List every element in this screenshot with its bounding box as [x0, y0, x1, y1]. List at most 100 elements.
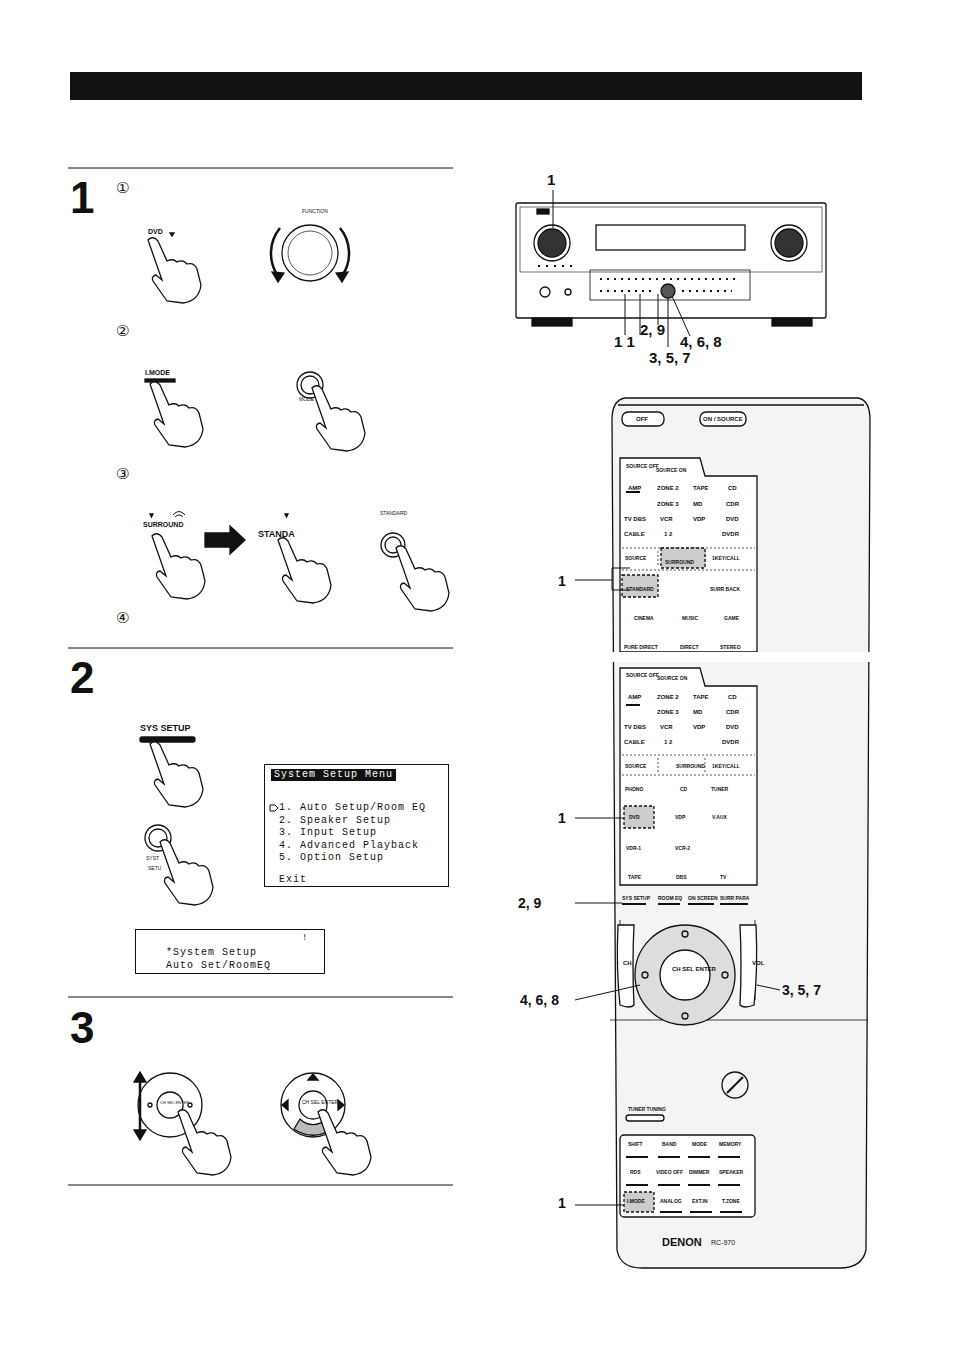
- receiver-front-part: [532, 318, 572, 326]
- step-icons-part: [150, 514, 153, 517]
- button-label: DVD: [726, 724, 739, 730]
- button-label: SPEAKER: [719, 1170, 743, 1175]
- step-icons-part: [140, 737, 195, 742]
- remote-control-part: [617, 925, 634, 1007]
- remote-control-part: [575, 568, 780, 1205]
- remote-control-part: [622, 755, 755, 775]
- remote-control-part: [635, 925, 735, 1025]
- brand-logo: DENON: [662, 1237, 702, 1248]
- front-display: !*System SetupAuto Set/RoomEQ: [135, 929, 325, 974]
- display-text: !: [302, 934, 308, 943]
- button-label: CDR: [726, 709, 739, 715]
- receiver-front-part: [537, 209, 549, 214]
- remote-control-part: [700, 412, 746, 426]
- remote-control-part: [620, 668, 757, 885]
- step-icons-part: [271, 228, 280, 276]
- button-label: RDS: [630, 1170, 641, 1175]
- button-label: STANDARD: [380, 511, 407, 516]
- step-number: 1: [70, 176, 94, 220]
- button-label: CABLE: [624, 531, 645, 537]
- remote-control-part: [600, 652, 880, 662]
- step-icons-part: [134, 1072, 146, 1140]
- step-icons-part: [139, 1080, 142, 1132]
- receiver-front-part: [538, 229, 566, 257]
- button-label: ON SCREEN: [688, 896, 718, 901]
- step-number: 2: [70, 656, 94, 700]
- button-label: SOURCE OFF: [626, 673, 659, 678]
- remote-control-part: [682, 931, 688, 937]
- button-label: TAPE: [693, 694, 709, 700]
- menu-cursor: [269, 803, 279, 813]
- header-bar: [70, 72, 862, 100]
- receiver-front-part: [600, 279, 740, 291]
- knob-label: FUNCTION: [302, 209, 328, 214]
- receiver-front-part: [661, 284, 675, 298]
- menu-item: 5. Option Setup: [279, 853, 384, 863]
- button-label: SETU: [148, 866, 161, 871]
- sub-step: ②: [116, 323, 129, 338]
- button-label: STEREO: [720, 645, 741, 650]
- button-label: DVD: [148, 228, 163, 235]
- step-icons-part: [281, 1073, 345, 1137]
- receiver-front-part: [538, 265, 578, 267]
- button-label: VDP: [693, 516, 705, 522]
- remote-control-part: [624, 1192, 654, 1212]
- remote-control-part: [727, 1077, 743, 1093]
- step-icons-part: [170, 233, 174, 236]
- button-label: SYS SETUP: [140, 724, 191, 733]
- sub-step: ④: [116, 610, 129, 625]
- button-label: I.MODE: [627, 1199, 645, 1204]
- remote-control-part: [682, 1013, 688, 1019]
- button-label: VCR-2: [675, 846, 690, 851]
- button-label: VCR: [660, 724, 673, 730]
- button-label: PHONO: [625, 787, 643, 792]
- remote-control-part: [622, 548, 755, 570]
- button-label: TUNER: [711, 787, 728, 792]
- remote-control-part: [740, 925, 757, 1007]
- remote-control-part: [626, 1115, 664, 1121]
- step-icons-part: [285, 514, 288, 517]
- remote-control-part: [622, 575, 658, 597]
- step-icons-part: [396, 546, 449, 611]
- button-label: DIRECT: [680, 645, 699, 650]
- dial-label: CH SEL ENTER: [302, 1100, 338, 1105]
- button-label: DIMMER: [689, 1170, 709, 1175]
- button-label: VDP: [675, 815, 685, 820]
- callout-number: 3, 5, 7: [782, 983, 821, 997]
- button-label: ZONE 3: [657, 709, 679, 715]
- remote-control-part: [660, 950, 710, 1000]
- step-icons-part: [282, 225, 338, 281]
- button-label: EXT.IN: [692, 1199, 708, 1204]
- button-label: CD: [728, 485, 737, 491]
- step-icons-part: [178, 1110, 231, 1175]
- receiver-front-part: [553, 190, 690, 347]
- receiver-front-part: [596, 225, 745, 250]
- remote-control-part: [620, 458, 757, 652]
- receiver-front-part: [540, 287, 550, 297]
- button-label: STANDARD: [626, 587, 654, 592]
- menu-item: System Setup Menu: [271, 769, 396, 781]
- button-label: TV DBS: [624, 724, 646, 730]
- button-label: VOL: [752, 960, 764, 966]
- button-label: VDR-1: [626, 846, 641, 851]
- button-label: VCR: [660, 516, 673, 522]
- remote-control-part: [620, 1135, 755, 1217]
- button-label: CABLE: [624, 739, 645, 745]
- step-icons-part: [173, 512, 185, 518]
- receiver-front: [516, 190, 826, 347]
- remote-control-part: [622, 412, 664, 426]
- button-label: CD: [680, 787, 687, 792]
- remote-control: [575, 398, 880, 1268]
- display-text: *System Setup: [166, 948, 257, 958]
- button-label: CD: [728, 694, 737, 700]
- button-label: MODE: [692, 1142, 707, 1147]
- step-rule-part: [68, 997, 453, 998]
- button-label: SURROUND: [665, 560, 694, 565]
- step-icons-part: [148, 1103, 152, 1107]
- button-label: CINEMA: [634, 616, 654, 621]
- button-label: MODE: [299, 397, 314, 402]
- button-label: ZONE 2: [657, 485, 679, 491]
- menu-cursor-shape: [270, 805, 278, 811]
- button-label: ZONE 2: [657, 694, 679, 700]
- remote-control-part: [624, 806, 654, 828]
